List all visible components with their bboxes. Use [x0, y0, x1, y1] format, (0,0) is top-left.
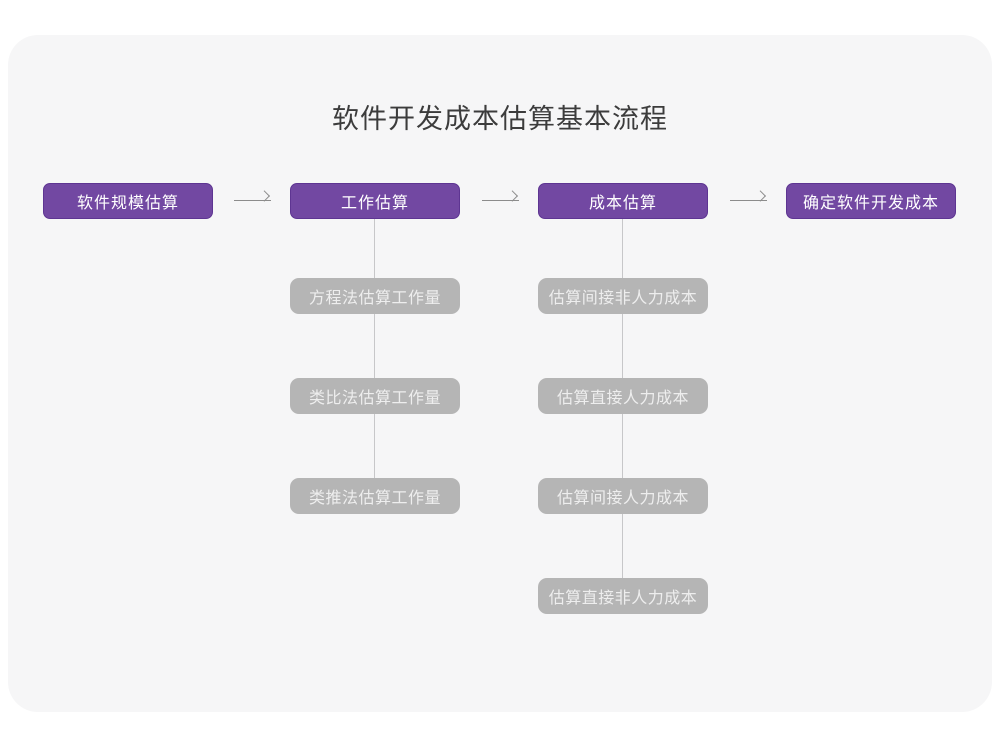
- sub-node-equation-method[interactable]: 方程法估算工作量: [290, 278, 460, 314]
- flow-node-determine-dev-cost[interactable]: 确定软件开发成本: [786, 183, 956, 219]
- sub-node-direct-non-labor-cost[interactable]: 估算直接非人力成本: [538, 578, 708, 614]
- diagram-title: 软件开发成本估算基本流程: [332, 104, 668, 134]
- arrow-right-icon: [730, 200, 767, 201]
- sub-node-indirect-labor-cost[interactable]: 估算间接人力成本: [538, 478, 708, 514]
- arrow-right-icon: [234, 200, 271, 201]
- sub-node-analogy-method[interactable]: 类比法估算工作量: [290, 378, 460, 414]
- flow-node-cost-estimation[interactable]: 成本估算: [538, 183, 708, 219]
- sub-node-extrapolation-method[interactable]: 类推法估算工作量: [290, 478, 460, 514]
- arrow-right-icon: [482, 200, 519, 201]
- connector-line-effort-column: [374, 218, 375, 496]
- sub-node-direct-labor-cost[interactable]: 估算直接人力成本: [538, 378, 708, 414]
- sub-node-indirect-non-labor-cost[interactable]: 估算间接非人力成本: [538, 278, 708, 314]
- flow-node-software-scale-estimation[interactable]: 软件规模估算: [43, 183, 213, 219]
- flow-node-effort-estimation[interactable]: 工作估算: [290, 183, 460, 219]
- diagram-canvas: [8, 35, 992, 712]
